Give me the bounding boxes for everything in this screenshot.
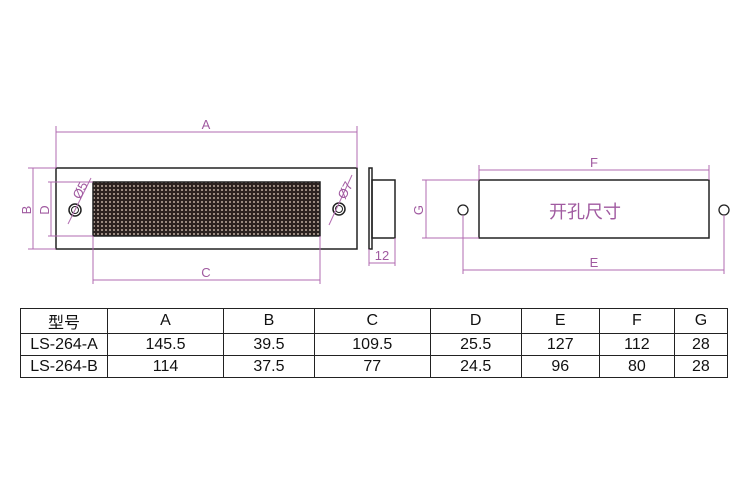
dim-label-c: C [201,265,210,280]
cell: 28 [673,333,729,356]
face-plate [55,167,358,250]
mesh-grille [92,181,321,237]
mount-hole-right [718,204,730,216]
technical-drawing: Ø5 Ø7 A B D C 12 开孔尺寸 F [19,117,730,284]
cutout-label: 开孔尺寸 [549,202,621,223]
cell: 127 [520,333,600,356]
cell: 37.5 [222,355,315,378]
cell: 109.5 [313,333,431,356]
cell: 80 [598,355,675,378]
side-view: 12 [368,167,396,266]
dim-label-f: F [590,155,598,170]
screw-hole-left [67,177,92,225]
header-d: D [429,308,522,334]
dim-label-a: A [202,117,211,132]
cell: 24.5 [429,355,522,378]
header-model: 型号 [20,308,108,334]
table-row: LS-264-A 145.5 39.5 109.5 25.5 127 112 2… [20,333,729,356]
cell: 77 [313,355,431,378]
cell: 145.5 [107,333,224,356]
cell: 39.5 [222,333,315,356]
cell: 28 [673,355,729,378]
table-header-row: 型号 A B C D E F G [20,308,729,334]
front-view: Ø5 Ø7 A B D C [19,117,358,284]
cell-model: LS-264-B [20,355,108,378]
cutout-view: 开孔尺寸 F E G [411,155,730,274]
hole-label-left: Ø5 [69,179,90,201]
cell: 25.5 [429,333,522,356]
header-g: G [673,308,729,334]
header-a: A [107,308,224,334]
header-e: E [520,308,600,334]
dimension-table: 型号 A B C D E F G LS-264-A 145.5 39.5 109… [20,308,729,378]
cell: 114 [107,355,224,378]
hole-label-right: Ø7 [334,179,355,201]
screw-hole-right [328,174,353,226]
cell: 112 [598,333,675,356]
header-b: B [222,308,315,334]
header-c: C [313,308,431,334]
dim-label-d: D [37,205,52,214]
cell: 96 [520,355,600,378]
dim-label-e: E [590,255,599,270]
dim-label-g: G [411,205,426,215]
header-f: F [598,308,675,334]
mount-hole-left [457,204,469,216]
dim-label-depth: 12 [375,248,389,263]
cell-model: LS-264-A [20,333,108,356]
table-row: LS-264-B 114 37.5 77 24.5 96 80 28 [20,355,729,378]
dim-label-b: B [19,206,34,215]
